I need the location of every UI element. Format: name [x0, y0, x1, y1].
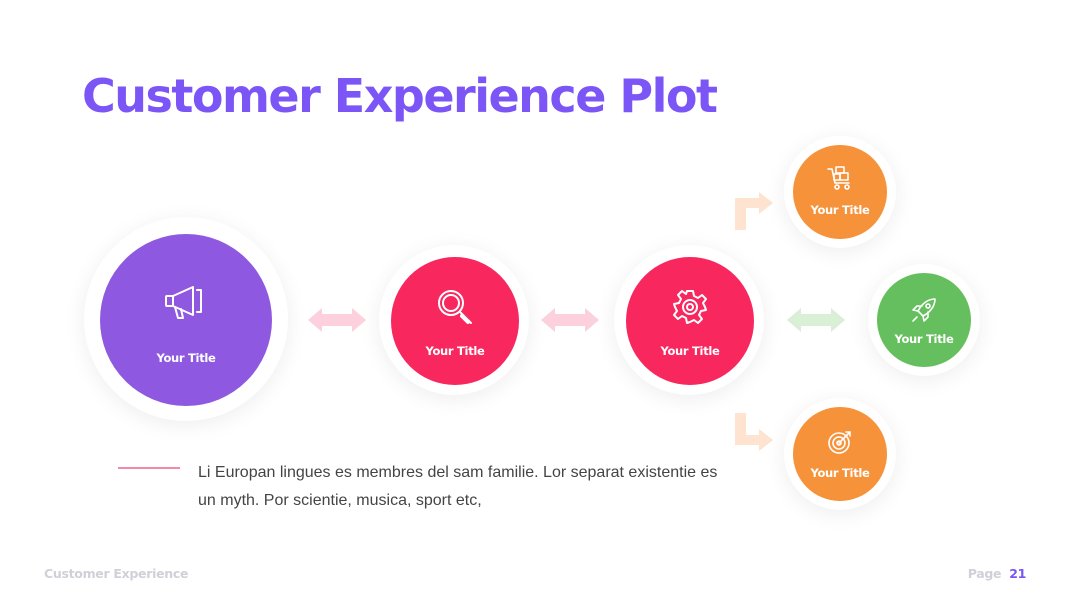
- target-icon: [827, 429, 853, 459]
- node-5-label: Your Title: [894, 332, 954, 346]
- node-6-label: Your Title: [810, 466, 870, 480]
- page-number: 21: [1009, 566, 1026, 581]
- node-5[interactable]: Your Title: [877, 273, 971, 367]
- gear-icon: [672, 289, 708, 329]
- description-accent-line: [118, 467, 180, 469]
- rocket-icon: [911, 297, 937, 327]
- page-title: Customer Experience Plot: [82, 69, 718, 123]
- double-arrow-3: [787, 308, 845, 332]
- description-text: Li Europan lingues es membres del sam fa…: [198, 464, 718, 509]
- node-2[interactable]: Your Title: [391, 257, 519, 385]
- footer-section-name: Customer Experience: [44, 566, 189, 581]
- node-1[interactable]: Your Title: [100, 234, 272, 406]
- node-4[interactable]: Your Title: [793, 145, 887, 239]
- footer-page: Page 21: [967, 566, 1027, 581]
- elbow-arrow-up: [735, 192, 773, 230]
- search-icon: [435, 287, 475, 331]
- node-2-label: Your Title: [425, 344, 485, 358]
- megaphone-icon: [163, 282, 209, 326]
- page-label: Page: [967, 566, 1002, 581]
- double-arrow-2: [541, 308, 599, 332]
- node-3-label: Your Title: [660, 344, 720, 358]
- elbow-arrow-down: [735, 413, 773, 451]
- node-3[interactable]: Your Title: [626, 257, 754, 385]
- shopping-cart-icon: [826, 164, 854, 196]
- double-arrow-1: [308, 308, 366, 332]
- node-4-label: Your Title: [810, 203, 870, 217]
- node-1-label: Your Title: [156, 351, 216, 365]
- node-6[interactable]: Your Title: [793, 407, 887, 501]
